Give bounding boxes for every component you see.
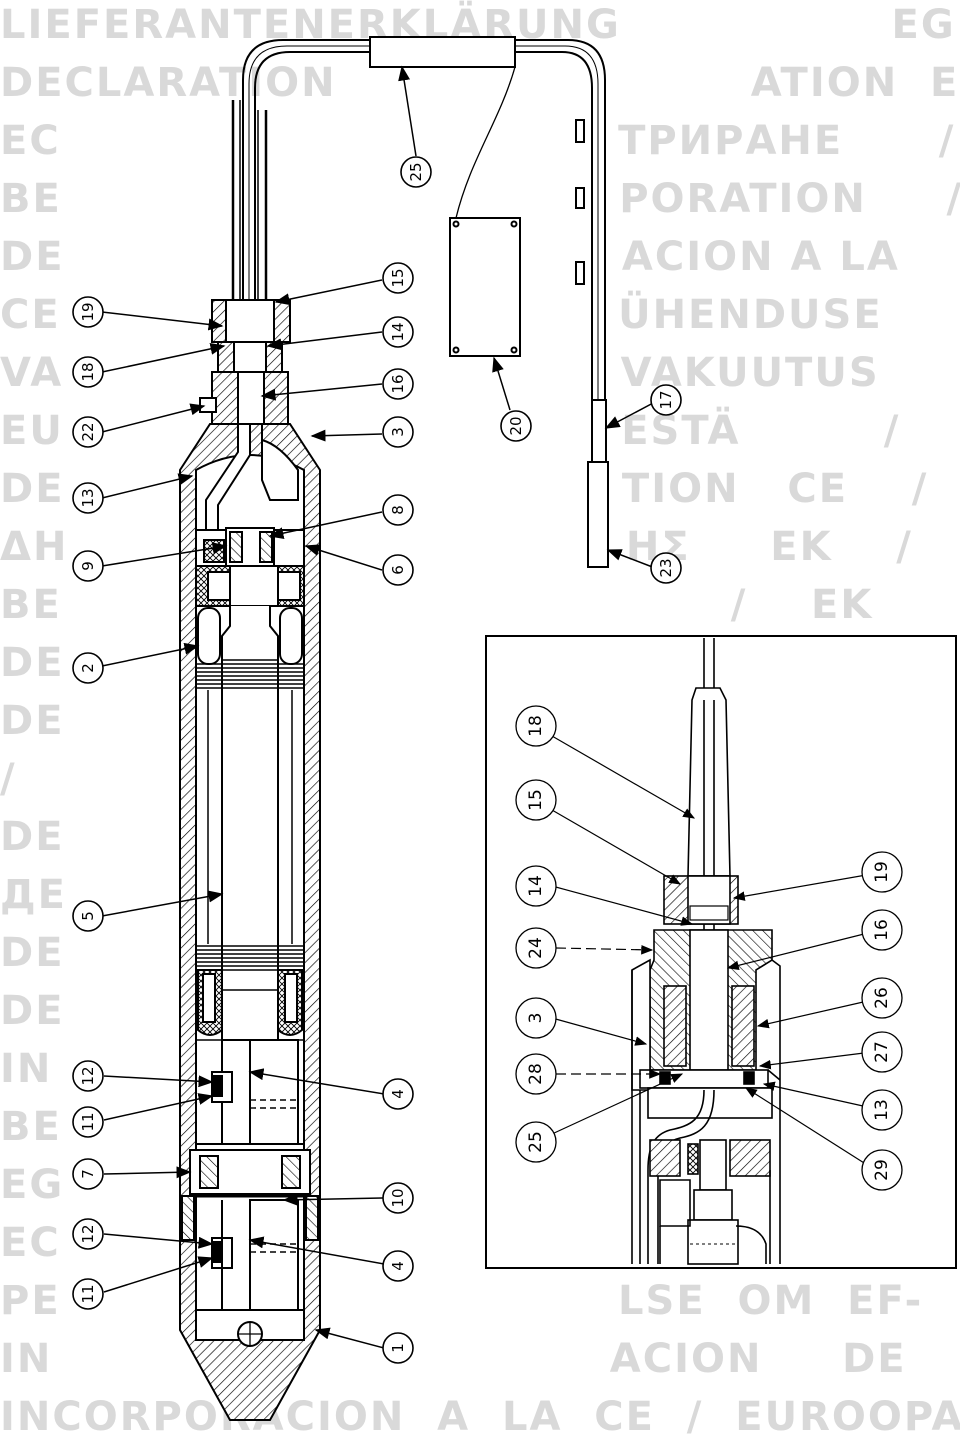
watermark-row: BE / EK bbox=[0, 582, 874, 628]
label-18: 18 bbox=[79, 362, 97, 381]
label-2: 2 bbox=[79, 663, 97, 673]
main-leaders bbox=[101, 65, 656, 1349]
watermark-row: PE LSE OM EF- bbox=[0, 1278, 924, 1324]
label-4-lower: 4 bbox=[389, 1261, 407, 1271]
watermark-row: INCORPORACION A LA CE / EUROOPA bbox=[0, 1394, 960, 1440]
inset-label-3: 3 bbox=[526, 1013, 546, 1024]
watermark-row: IN ACION DE bbox=[0, 1336, 907, 1382]
label-14: 14 bbox=[389, 322, 407, 341]
inset-label-27: 27 bbox=[872, 1041, 892, 1063]
detail-inset: 18 15 14 24 3 28 25 19 16 26 27 13 29 bbox=[485, 635, 957, 1269]
label-1: 1 bbox=[389, 1343, 407, 1353]
label-13: 13 bbox=[79, 488, 97, 507]
watermark-row: CE ÜHENDUSE bbox=[0, 292, 883, 338]
watermark-row: ΔΗ ΗΣ EK / bbox=[0, 524, 913, 570]
watermark-row: BE PORATION / bbox=[0, 176, 960, 222]
label-12-upper: 12 bbox=[79, 1066, 97, 1085]
inset-label-28: 28 bbox=[526, 1063, 546, 1085]
watermark-row: DE ACION A LA bbox=[0, 234, 900, 280]
label-7: 7 bbox=[79, 1169, 97, 1179]
label-9: 9 bbox=[79, 561, 97, 571]
inset-label-25: 25 bbox=[526, 1131, 546, 1153]
label-16: 16 bbox=[389, 374, 407, 393]
label-15: 15 bbox=[389, 268, 407, 287]
label-3: 3 bbox=[389, 427, 407, 437]
label-20: 20 bbox=[507, 416, 525, 435]
inset-label-14: 14 bbox=[526, 875, 546, 897]
inset-label-24: 24 bbox=[526, 937, 546, 959]
main-label-texts: 25 15 19 14 18 16 22 3 20 17 13 8 9 6 23… bbox=[79, 162, 675, 1352]
watermark-row: EC ТРИРАНЕ / bbox=[0, 118, 956, 164]
label-17: 17 bbox=[657, 390, 675, 409]
label-22: 22 bbox=[79, 422, 97, 441]
inset-label-19: 19 bbox=[872, 861, 892, 883]
inset-label-29: 29 bbox=[872, 1159, 892, 1181]
label-12-lower: 12 bbox=[79, 1224, 97, 1243]
label-10: 10 bbox=[389, 1188, 407, 1207]
label-23: 23 bbox=[657, 558, 675, 577]
label-6: 6 bbox=[389, 565, 407, 575]
label-4-upper: 4 bbox=[389, 1089, 407, 1099]
main-label-circles bbox=[72, 156, 682, 1364]
label-25: 25 bbox=[407, 162, 425, 181]
inset-label-26: 26 bbox=[872, 987, 892, 1009]
watermark-row: DE TION CE / bbox=[0, 466, 929, 512]
label-5: 5 bbox=[79, 911, 97, 921]
label-11-lower: 11 bbox=[79, 1284, 97, 1303]
watermark-row: EU ESTÄ / bbox=[0, 408, 901, 454]
inset-label-18: 18 bbox=[526, 715, 546, 737]
inset-label-16: 16 bbox=[872, 919, 892, 941]
inset-label-13: 13 bbox=[872, 1099, 892, 1121]
label-8: 8 bbox=[389, 505, 407, 515]
inset-label-15: 15 bbox=[526, 789, 546, 811]
label-11-upper: 11 bbox=[79, 1112, 97, 1131]
watermark-row: DECLARATION ATION EC / bbox=[0, 60, 960, 106]
label-19: 19 bbox=[79, 302, 97, 321]
